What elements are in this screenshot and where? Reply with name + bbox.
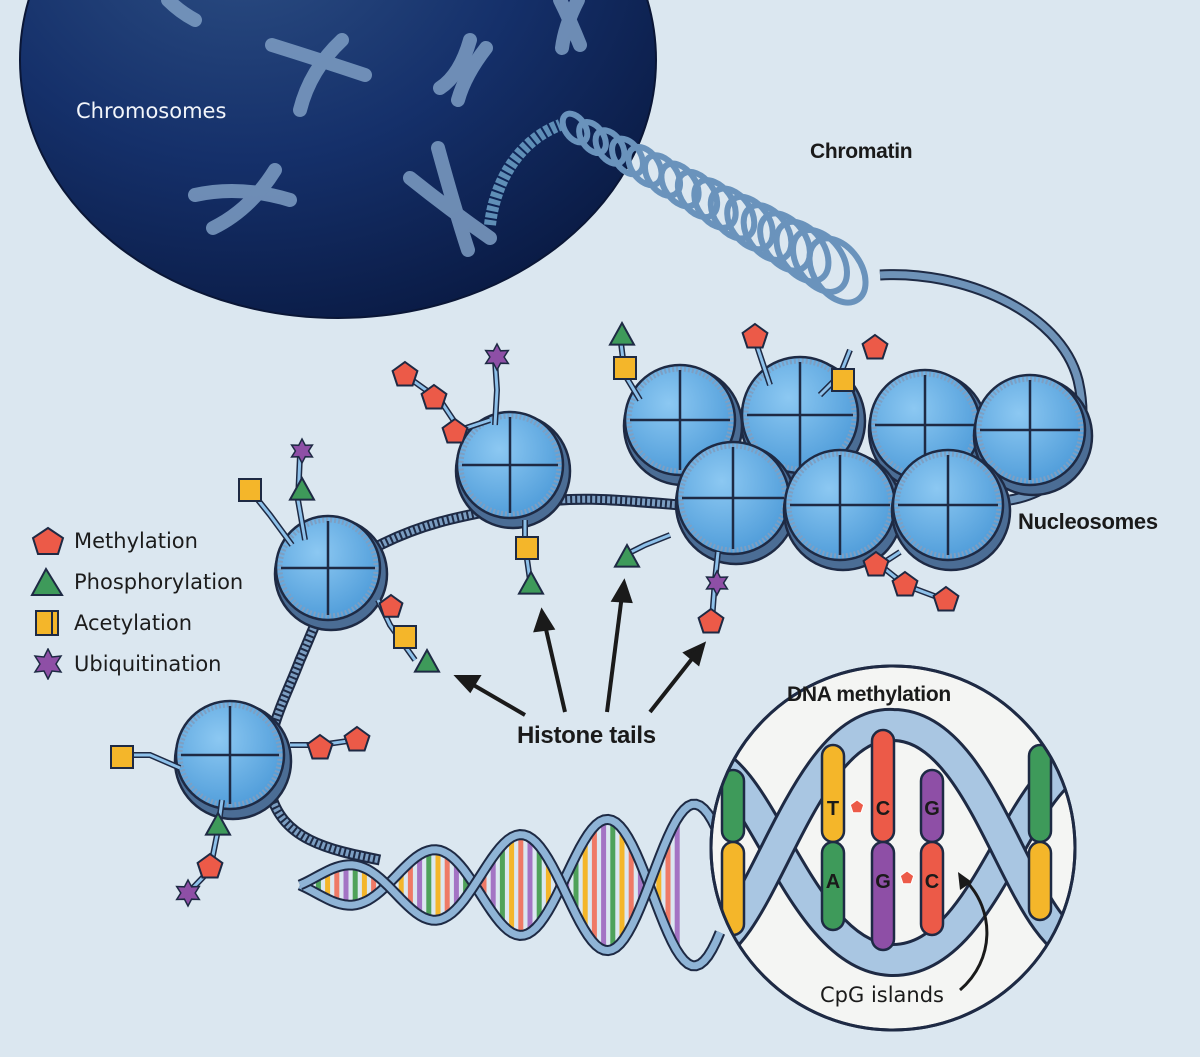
base: [820, 743, 846, 844]
arrow-head-icon: [682, 641, 707, 667]
phosphorylation-triangle-icon: [608, 320, 636, 346]
nucleosome: [454, 410, 572, 530]
chromatin-loop: [806, 235, 869, 306]
histone-tail-arrows: [453, 578, 707, 717]
acetylation-square-icon: [110, 745, 134, 769]
label-cpg-islands: CpG islands: [820, 983, 945, 1007]
chromosome-icon: [433, 33, 493, 107]
base: [820, 840, 846, 932]
ubiquitination-star-icon: [175, 878, 201, 908]
legend-label: Phosphorylation: [74, 569, 244, 594]
nucleosome: [782, 448, 904, 572]
methylation-pentagon-icon: [420, 383, 448, 410]
methylation-pentagon-icon: [861, 333, 889, 360]
legend-item-acetylation: Acetylation: [30, 602, 243, 643]
dna-methylation-lens: T A C G G C: [709, 664, 1077, 1032]
cpg-arrow: [959, 878, 989, 992]
nucleosome: [273, 514, 389, 632]
chromosome-icon: [553, 0, 587, 55]
square-icon: [35, 609, 59, 636]
base-letter-top: T: [827, 798, 839, 820]
arrow: [648, 653, 697, 714]
methylation-pentagon-icon: [932, 585, 960, 612]
methylation-pentagon-icon: [862, 550, 890, 577]
legend-label: Ubiquitination: [74, 651, 222, 676]
legend-label: Methylation: [74, 528, 198, 553]
base: [919, 840, 945, 937]
arrow-head-icon: [533, 607, 556, 633]
methylation-pentagon-icon: [441, 417, 469, 444]
legend-item-ubiquitination: Ubiquitination: [30, 643, 243, 684]
ubiquitination-star-icon: [290, 437, 314, 465]
phosphorylation-triangle-icon: [288, 475, 316, 501]
acetylation-square-icon: [515, 536, 539, 560]
nucleosome: [972, 373, 1094, 497]
legend-item-phosphorylation: Phosphorylation: [30, 561, 243, 602]
chromatin-loop: [790, 227, 850, 295]
ubiquitination-star-icon: [705, 569, 729, 597]
base-letter-top: G: [924, 798, 940, 820]
methylation-pentagon-icon: [306, 733, 334, 760]
base-letter-bottom: A: [826, 871, 840, 893]
chromosomes: [161, 0, 587, 257]
base: [870, 840, 896, 952]
label-chromosomes: Chromosomes: [76, 99, 227, 123]
methyl-group-icon: [849, 799, 865, 814]
base-letter-top: C: [876, 798, 890, 820]
phosphorylation-triangle-icon: [413, 647, 441, 673]
methylation-pentagon-icon: [697, 607, 725, 634]
arrow: [605, 594, 624, 713]
methylation-pentagon-icon: [343, 725, 371, 752]
label-nucleosomes: Nucleosomes: [1018, 509, 1158, 534]
nucleosome: [890, 448, 1012, 572]
pentagon-icon: [31, 526, 65, 555]
histone-modifications: [110, 320, 960, 908]
legend-label: Acetylation: [74, 610, 193, 635]
methylation-pentagon-icon: [391, 360, 419, 387]
nucleosome: [674, 440, 798, 566]
chromosome-icon: [188, 163, 297, 235]
acetylation-square-icon: [393, 625, 417, 649]
methylation-pentagon-icon: [891, 570, 919, 597]
arrow: [468, 681, 527, 717]
arrow: [543, 624, 567, 713]
chromosome-icon: [403, 141, 497, 257]
phosphorylation-triangle-icon: [613, 542, 641, 568]
label-dna-methylation: DNA methylation: [787, 683, 951, 706]
legend: Methylation Phosphorylation Acetylation …: [30, 520, 243, 684]
ubiquitination-star-icon: [484, 342, 510, 372]
methyl-group-icon: [899, 870, 915, 885]
triangle-icon: [30, 566, 64, 596]
base-letter-bottom: G: [875, 871, 891, 893]
methylation-pentagon-icon: [378, 593, 404, 618]
arrow-head-icon: [958, 872, 972, 890]
dna-double-helix: [297, 798, 726, 972]
base: [1027, 743, 1053, 844]
chromosome-icon: [161, 0, 202, 27]
methylation-pentagon-icon: [741, 322, 769, 349]
star-icon: [33, 647, 63, 680]
base: [1027, 840, 1053, 922]
arrow-head-icon: [453, 675, 482, 694]
acetylation-square-icon: [238, 478, 262, 502]
chromosome-icon: [265, 33, 372, 117]
nucleosome: [173, 699, 293, 821]
acetylation-square-icon: [613, 356, 637, 380]
label-histone-tails: Histone tails: [517, 722, 656, 749]
acetylation-square-icon: [831, 368, 855, 392]
base: [870, 728, 896, 844]
arrow-head-icon: [610, 578, 633, 604]
legend-item-methylation: Methylation: [30, 520, 243, 561]
label-chromatin: Chromatin: [810, 140, 913, 163]
phosphorylation-triangle-icon: [517, 569, 545, 595]
base-letter-bottom: C: [925, 871, 939, 893]
chromatin-loop: [641, 152, 684, 199]
methylation-pentagon-icon: [196, 852, 224, 879]
phosphorylation-triangle-icon: [204, 810, 232, 836]
